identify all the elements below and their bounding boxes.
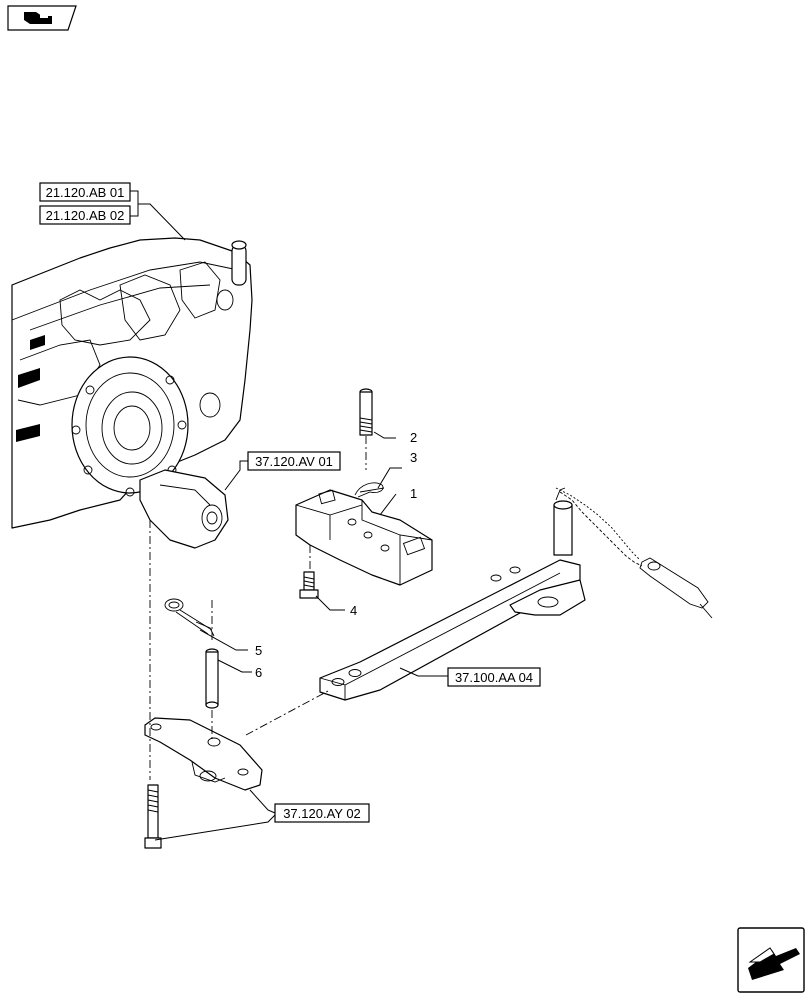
chain (555, 487, 713, 619)
part-2-bolt (359, 388, 373, 470)
housing-drawbar-bracket (139, 469, 229, 549)
svg-text:37.120.AV 01: 37.120.AV 01 (255, 454, 333, 469)
part-4-screw (299, 571, 319, 599)
ref-box-37-120-av-01[interactable]: 37.120.AV 01 (247, 451, 341, 471)
ref-box-21-120-ab-02[interactable]: 21.120.AB 02 (39, 205, 131, 225)
lower-bracket-plate (144, 717, 263, 791)
leader-lines (130, 190, 448, 841)
part-5-linch-pin (164, 598, 215, 637)
callout-3: 3 (410, 450, 417, 465)
callout-5: 5 (255, 643, 262, 658)
ref-box-37-120-ay-02[interactable]: 37.120.AY 02 (274, 803, 370, 823)
next-page-arrow-icon[interactable] (737, 927, 805, 993)
part-6-pin (205, 648, 219, 709)
ref-box-37-100-aa-04[interactable]: 37.100.AA 04 (447, 667, 541, 687)
alignment-lines (149, 520, 331, 780)
long-bolt (144, 784, 162, 849)
book-page-icon[interactable] (7, 5, 77, 31)
svg-text:21.120.AB 02: 21.120.AB 02 (46, 208, 125, 223)
svg-text:37.120.AY 02: 37.120.AY 02 (283, 806, 361, 821)
callout-6: 6 (255, 665, 262, 680)
callout-2: 2 (410, 430, 417, 445)
part-3-clip (354, 482, 385, 498)
svg-text:37.100.AA 04: 37.100.AA 04 (455, 670, 533, 685)
svg-text:21.120.AB 01: 21.120.AB 01 (46, 185, 125, 200)
callout-4: 4 (350, 603, 357, 618)
part-1-support-block (295, 489, 433, 586)
callout-1: 1 (410, 486, 417, 501)
drawbar (319, 487, 586, 701)
transmission-housing (11, 237, 253, 529)
ref-box-21-120-ab-01[interactable]: 21.120.AB 01 (39, 182, 131, 202)
